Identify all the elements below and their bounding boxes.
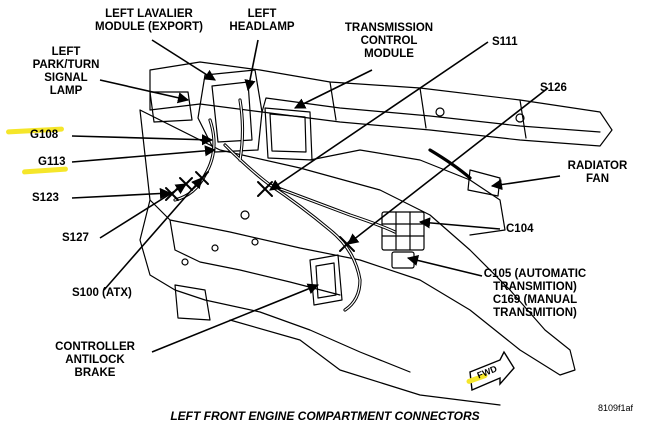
fwd-arrow-icon xyxy=(469,350,515,392)
label-c104: C104 xyxy=(506,223,534,235)
figure-caption: LEFT FRONT ENGINE COMPARTMENT CONNECTORS xyxy=(170,409,480,423)
label-controller-antilock-brake: CONTROLLER ANTILOCK BRAKE xyxy=(55,341,135,379)
label-s100-atx: S100 (ATX) xyxy=(72,287,132,299)
label-radiator-fan: RADIATOR FAN xyxy=(567,160,628,185)
label-c105-c169: C105 (AUTOMATIC TRANSMITION) C169 (MANUA… xyxy=(483,268,587,319)
label-left-headlamp: LEFT HEADLAMP xyxy=(229,8,295,33)
label-g113: G113 xyxy=(38,156,66,168)
label-transmission-control-module: TRANSMISSION CONTROL MODULE xyxy=(344,22,434,60)
label-left-park-turn-signal-lamp: LEFT PARK/TURN SIGNAL LAMP xyxy=(32,46,100,97)
label-s127: S127 xyxy=(62,232,89,244)
label-s111: S111 xyxy=(492,36,518,48)
label-s126: S126 xyxy=(540,82,567,94)
label-g108: G108 xyxy=(30,129,59,141)
label-left-lavalier-module: LEFT LAVALIER MODULE (EXPORT) xyxy=(95,8,203,33)
figure-id: 8109f1af xyxy=(598,403,634,413)
label-s123: S123 xyxy=(32,192,59,204)
